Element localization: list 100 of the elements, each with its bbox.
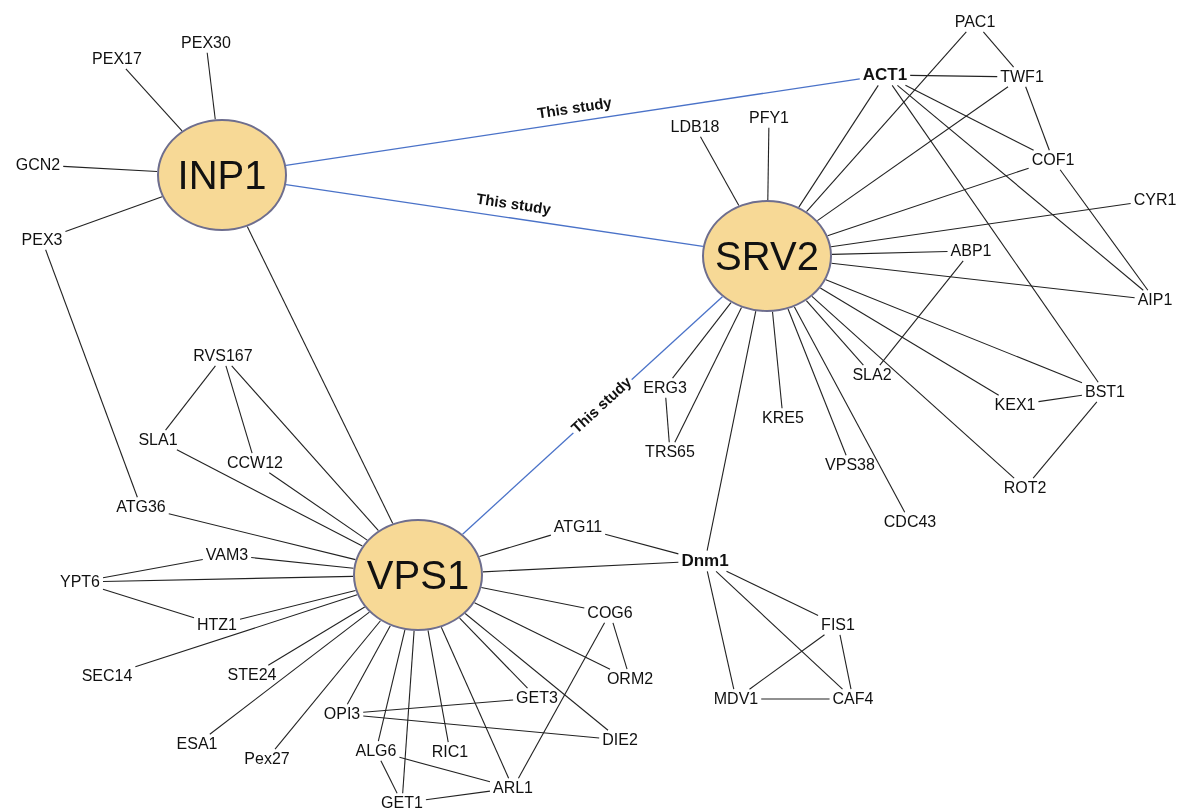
protein-label: CDC43 <box>883 513 937 531</box>
connector-line <box>62 165 158 172</box>
connector-line <box>674 306 743 443</box>
protein-label: RVS167 <box>193 347 253 365</box>
connector-line <box>250 557 355 569</box>
protein-label: YPT6 <box>60 573 100 591</box>
protein-label: ORM2 <box>606 670 654 688</box>
connector-line <box>904 84 1035 151</box>
protein-label: SLA1 <box>138 431 178 449</box>
protein-label: Dnm1 <box>681 551 729 571</box>
connector-line <box>402 630 415 794</box>
protein-label: CYR1 <box>1133 191 1177 209</box>
protein-label: SEC14 <box>81 667 133 685</box>
connector-line <box>805 300 864 366</box>
protein-label: ROT2 <box>1003 479 1047 497</box>
connector-line <box>827 167 1030 237</box>
protein-node: SRV2 <box>702 200 832 312</box>
protein-label: GET1 <box>381 794 423 812</box>
connector-line <box>672 302 732 379</box>
protein-label: GCN2 <box>15 156 61 174</box>
connector-line <box>811 295 1015 479</box>
protein-label: KEX1 <box>994 396 1036 414</box>
connector-line <box>480 587 585 609</box>
protein-label: AIP1 <box>1137 291 1173 309</box>
connector-line <box>464 613 609 731</box>
protein-label: SLA2 <box>852 366 892 384</box>
connector-line <box>267 606 366 666</box>
connector-line <box>831 251 949 255</box>
connector-line <box>760 698 831 700</box>
protein-label: PEX17 <box>92 50 142 68</box>
connector-line <box>225 365 253 454</box>
connector-line <box>346 625 391 705</box>
connector-line <box>706 310 757 552</box>
connector-line <box>787 308 847 456</box>
connector-line <box>459 617 529 689</box>
protein-label: HTZ1 <box>197 616 237 634</box>
connector-line <box>168 513 357 561</box>
protein-label: TWF1 <box>1000 68 1044 86</box>
connector-line <box>665 397 670 443</box>
connector-line <box>891 84 1099 383</box>
protein-label: ACT1 <box>862 65 908 85</box>
connector-line <box>482 561 679 573</box>
connector-line <box>819 287 1000 396</box>
connector-line <box>231 365 379 532</box>
connector-line <box>699 136 740 207</box>
connector-line <box>380 760 398 794</box>
connector-line <box>1032 401 1098 479</box>
connector-line <box>767 127 770 201</box>
protein-label: RIC1 <box>431 743 469 761</box>
protein-label: CAF4 <box>832 690 874 708</box>
connector-line <box>1025 86 1050 151</box>
connector-line <box>246 226 394 524</box>
protein-label: MDV1 <box>713 690 759 708</box>
protein-node: VPS1 <box>353 519 483 631</box>
connector-line <box>1059 169 1149 291</box>
connector-line <box>982 31 1015 68</box>
connector-line <box>285 78 861 166</box>
connector-line <box>274 620 382 750</box>
protein-label: ARL1 <box>493 779 533 797</box>
protein-label: ATG11 <box>553 518 603 536</box>
connector-line <box>805 31 967 213</box>
connector-line <box>427 629 449 743</box>
protein-label: TRS65 <box>645 443 695 461</box>
connector-line <box>1037 394 1083 403</box>
connector-line <box>125 68 183 132</box>
connector-line <box>425 790 491 801</box>
protein-label: VPS38 <box>825 456 875 474</box>
connector-line <box>839 634 852 690</box>
protein-label: ERG3 <box>643 379 687 397</box>
protein-label: OPI3 <box>323 705 361 723</box>
connector-line <box>206 52 216 120</box>
protein-label: PFY1 <box>749 109 789 127</box>
protein-label: KRE5 <box>762 409 804 427</box>
connector-line <box>825 279 1083 384</box>
connector-line <box>64 196 163 233</box>
connector-line <box>478 534 552 558</box>
connector-line <box>830 202 1132 248</box>
connector-line <box>748 634 826 690</box>
connector-line <box>45 249 138 498</box>
protein-label: FIS1 <box>821 616 855 634</box>
connector-line <box>798 84 879 208</box>
protein-label: CCW12 <box>227 454 283 472</box>
protein-label: ATG36 <box>116 498 166 516</box>
protein-label: PEX3 <box>21 231 63 249</box>
connector-line <box>209 611 370 735</box>
connector-line <box>268 472 368 541</box>
connector-line <box>102 558 204 579</box>
connector-line <box>517 622 606 779</box>
connector-line <box>165 365 216 431</box>
connector-line <box>102 588 195 619</box>
protein-label: COF1 <box>1031 151 1075 169</box>
connector-line <box>362 715 600 739</box>
protein-label: DIE2 <box>602 731 638 749</box>
connector-line <box>377 629 406 742</box>
connector-line <box>879 260 964 366</box>
protein-node: INP1 <box>157 119 287 231</box>
connector-line <box>102 575 354 583</box>
protein-label: PAC1 <box>954 13 996 31</box>
protein-label: BST1 <box>1085 383 1125 401</box>
connector-line <box>285 183 704 248</box>
